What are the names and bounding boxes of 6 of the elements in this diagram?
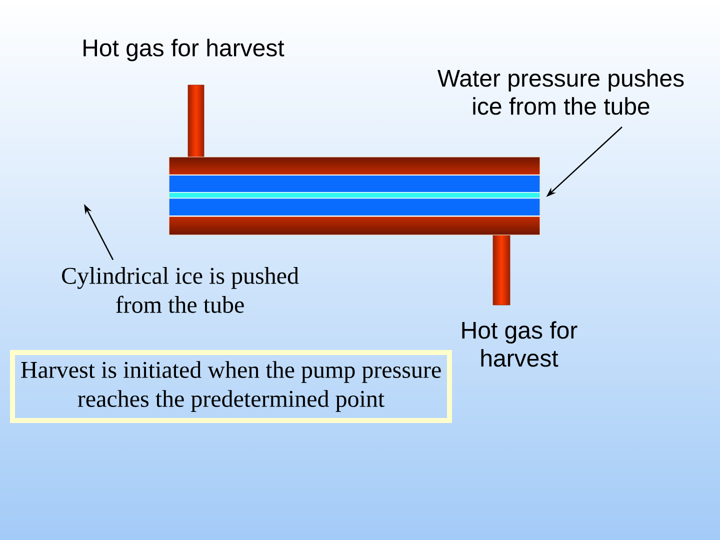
callout-text: Water pressure pushes ice from the tube — [438, 69, 684, 115]
callout-text: Cylindrical ice is pushed from the tube — [62, 267, 299, 313]
pipe-label: Hot gas for harvest — [462, 321, 578, 367]
ice-tube — [168, 156, 540, 236]
note-box: Harvest is initiated when the pump pressure reaches the predetermined point — [10, 350, 452, 423]
pipe-label: Hot gas for harvest — [84, 38, 284, 62]
